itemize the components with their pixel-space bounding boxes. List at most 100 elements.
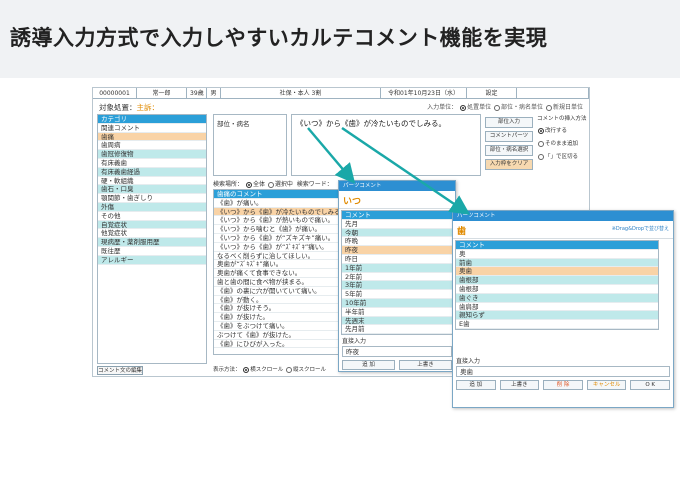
radio-button[interactable] xyxy=(494,104,501,111)
patient-bar-cell: 設定 xyxy=(467,88,517,98)
comment-item[interactable]: 《歯》が痛い。 xyxy=(214,199,346,208)
direct-input-field[interactable]: 昨夜 xyxy=(342,346,452,358)
comment-item[interactable]: 《歯》の裏に穴が開いていて痛い。 xyxy=(214,287,346,296)
comment-list: 歯痛のコメント《歯》が痛い。《いつ》から《歯》が冷たいものでしみる。《いつ》から… xyxy=(213,189,347,355)
comment-item[interactable]: 《歯》が抜けた。 xyxy=(214,313,346,322)
parts-item[interactable]: 奥 xyxy=(456,250,658,259)
add-button[interactable]: 追 加 xyxy=(342,360,395,371)
direct-input-field[interactable]: 奥歯 xyxy=(456,365,670,377)
parts-item[interactable]: 歯根部 xyxy=(456,276,658,285)
parts-item[interactable]: 10年前 xyxy=(342,298,452,308)
parts-item[interactable]: 先月 xyxy=(342,220,452,229)
category-item[interactable]: 顎関節・歯ぎしり xyxy=(98,194,206,203)
input-unit-option: 部位・病名単位 xyxy=(501,104,544,111)
category-item[interactable]: 他覚症状 xyxy=(98,229,206,239)
radio-button[interactable] xyxy=(286,366,293,373)
comment-item[interactable]: 奥歯が“ｽﾞｷｽﾞｷ”痛い。 xyxy=(214,260,346,270)
radio-button[interactable] xyxy=(545,104,552,111)
parts-item[interactable]: 奥歯 xyxy=(456,267,658,277)
parts-item[interactable]: 先週末 xyxy=(342,316,452,326)
parts-item[interactable]: 5年前 xyxy=(342,290,452,299)
parts-item[interactable]: 昨夜 xyxy=(342,246,452,255)
parts-item[interactable]: 親知らず xyxy=(456,311,658,321)
category-item[interactable]: アレルギー xyxy=(98,255,206,265)
site-box[interactable]: 部位・病名 xyxy=(213,114,287,176)
search-label: 検索場所： xyxy=(213,181,244,188)
clear-input-button[interactable]: 入力枠をクリア xyxy=(485,159,533,170)
overwrite-button[interactable]: 上書き xyxy=(499,379,540,390)
popup-titlebar: パーツコメント xyxy=(339,181,455,191)
comment-item[interactable]: 《歯》にひびが入った。 xyxy=(214,340,346,349)
category-item[interactable]: 有床義歯 xyxy=(98,159,206,168)
radio-button[interactable] xyxy=(460,104,467,111)
popup-word: 歯 xyxy=(457,227,467,237)
parts-item[interactable]: 2年前 xyxy=(342,273,452,282)
insert-mode-option: そのまま追加 xyxy=(545,141,579,147)
list-header: 歯痛のコメント xyxy=(214,190,346,199)
site-input-button[interactable]: 部位入力 xyxy=(485,117,533,128)
overwrite-button[interactable]: 上書き xyxy=(399,360,452,371)
popup-titlebar: パーツコメント xyxy=(453,211,673,221)
parts-item[interactable]: 3年前 xyxy=(342,281,452,291)
parts-item[interactable]: E歯 xyxy=(456,320,658,329)
radio-button[interactable] xyxy=(267,181,274,188)
radio-button[interactable] xyxy=(245,181,252,188)
arrow-to-when-popup xyxy=(307,127,356,184)
site-select-button[interactable]: 部位・病名選択 xyxy=(485,145,533,156)
comment-item[interactable]: ぶつけて《歯》が抜けた。 xyxy=(214,331,346,340)
category-item[interactable]: 歯石・口臭 xyxy=(98,185,206,195)
insert-mode: コメントの挿入方法 改行する そのまま追加 「」で区切る xyxy=(537,114,587,176)
comment-item[interactable]: 奥歯が痛くて食事できない。 xyxy=(214,269,346,278)
add-button[interactable]: 追 加 xyxy=(456,379,496,390)
direct-input-label: 直接入力 xyxy=(342,338,367,346)
category-item[interactable]: 歯周病 xyxy=(98,141,206,151)
category-item[interactable]: 関連コメント xyxy=(98,124,206,133)
popup-actions: 追 加 上書き 削 除 キャンセル O K xyxy=(453,378,673,392)
patient-bar-cell: 令和01年10月23日（水） xyxy=(381,88,467,98)
category-item[interactable]: 歯冠修復物 xyxy=(98,150,206,159)
parts-item[interactable]: 1年前 xyxy=(342,263,452,273)
radio-button[interactable] xyxy=(538,153,544,160)
radio-button[interactable] xyxy=(538,127,544,134)
category-item[interactable]: 現病歴・薬剤服用歴 xyxy=(98,238,206,247)
delete-button[interactable]: 削 除 xyxy=(543,379,583,390)
comment-item[interactable]: 《歯》が抜けそう。 xyxy=(214,304,346,314)
search-option: 全体 xyxy=(252,181,265,188)
parts-item[interactable]: 半年前 xyxy=(342,308,452,317)
radio-button[interactable] xyxy=(538,140,544,147)
comment-item[interactable]: 《歯》をぶつけて痛い。 xyxy=(214,322,346,331)
parts-item[interactable]: 前歯 xyxy=(456,258,658,268)
comment-item[interactable]: 《歯》が動く。 xyxy=(214,296,346,305)
category-item[interactable]: その他 xyxy=(98,212,206,221)
comment-item[interactable]: 《いつ》から《歯》が冷たいものでしみる。 xyxy=(214,207,346,217)
parts-item[interactable]: 昨日 xyxy=(342,255,452,264)
category-item[interactable]: 歯痛 xyxy=(98,132,206,142)
comment-parts-button[interactable]: コメントパーツ xyxy=(485,131,533,142)
category-item[interactable]: 自覚症状 xyxy=(98,220,206,230)
parts-item[interactable]: 先月前 xyxy=(342,325,452,335)
header-banner: 誘導入力方式で入力しやすいカルテコメント機能を実現 xyxy=(0,0,680,78)
comment-item[interactable]: 《いつ》から噛むと《歯》が痛い。 xyxy=(214,225,346,234)
category-item[interactable]: 硬・軟組織 xyxy=(98,177,206,186)
comment-item[interactable]: 《いつ》から《歯》が“ｽﾞｷｽﾞｷ”痛い。 xyxy=(214,243,346,252)
parts-item[interactable]: 昨晩 xyxy=(342,237,452,247)
comment-item[interactable]: 《いつ》から《歯》が熱いもので痛い。 xyxy=(214,216,346,226)
edit-comment-button[interactable]: コメント文の編集 xyxy=(97,366,143,375)
comment-item[interactable]: 歯と歯の間に食べ物が挟まる。 xyxy=(214,278,346,287)
ok-button[interactable]: O K xyxy=(630,379,670,390)
parts-item[interactable]: 歯根部 xyxy=(456,285,658,294)
category-item[interactable]: 既往歴 xyxy=(98,247,206,256)
parts-item[interactable]: 歯肩部 xyxy=(456,303,658,312)
comment-text: 《いつ》から《歯》が冷たいものでしみる。 xyxy=(296,119,446,128)
comment-item[interactable]: なるべく削らずに治してほしい。 xyxy=(214,252,346,261)
radio-button[interactable] xyxy=(243,366,250,373)
comment-item[interactable]: 《いつ》から《歯》が“ズキズキ”痛い。 xyxy=(214,234,346,243)
patient-bar-cell: 社保・本人 3割 xyxy=(221,88,381,98)
category-item[interactable]: 有床義歯経過 xyxy=(98,167,206,177)
category-item[interactable]: 外傷 xyxy=(98,202,206,212)
parts-item[interactable]: 今朝 xyxy=(342,228,452,238)
cancel-button[interactable]: キャンセル xyxy=(586,379,627,390)
parts-item[interactable]: 歯ぐき xyxy=(456,293,658,303)
patient-bar-cell xyxy=(517,88,589,98)
